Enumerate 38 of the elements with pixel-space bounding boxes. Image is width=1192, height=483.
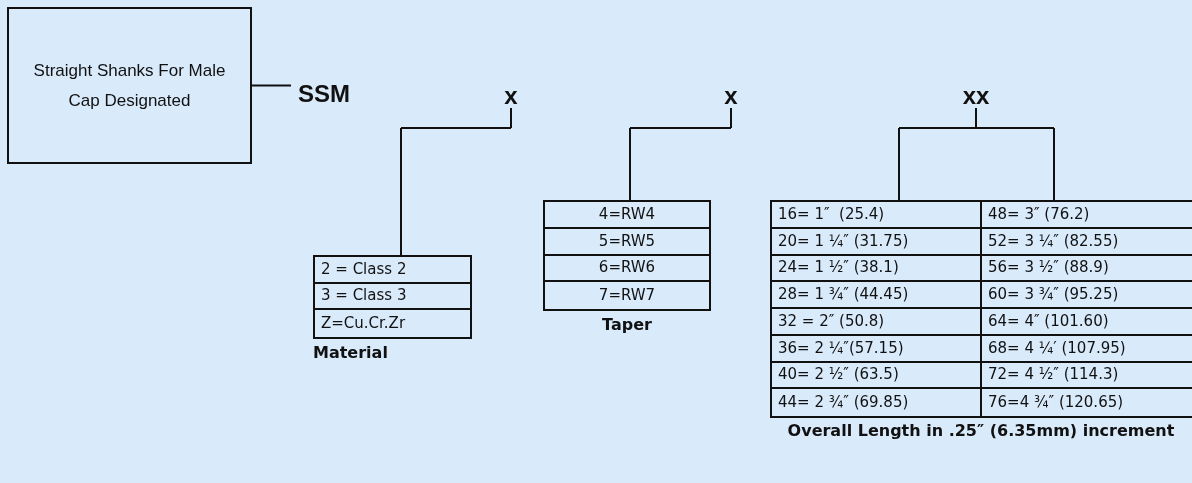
table-caption: Overall Length in .25″ (6.35mm) increment	[786, 420, 1176, 442]
connector-line	[400, 107, 512, 256]
code-letter: SSM	[291, 82, 357, 108]
table-cell-text: 7=RW7	[597, 285, 657, 307]
data-table	[770, 200, 1192, 418]
code-letter: x	[718, 84, 744, 108]
table-cell: 2 = Class 2	[315, 257, 470, 284]
table-caption: Material	[313, 342, 389, 364]
table-cell: 36= 2 ¼″(57.15)	[772, 335, 982, 363]
table-cell: 6=RW6	[545, 255, 709, 283]
connector-line	[251, 84, 292, 87]
data-table	[313, 255, 472, 339]
table-cell: 24= 1 ½″ (38.1)	[772, 255, 982, 283]
table-cell: 20= 1 ¼″ (31.75)	[772, 228, 982, 256]
table-cell: 48= 3″ (76.2)	[982, 202, 1192, 229]
table-cell: 28= 1 ¾″ (44.45)	[772, 282, 982, 309]
table-cell: 60= 3 ¾″ (95.25)	[982, 282, 1192, 309]
description-box: Straight Shanks For Male Cap Designated	[7, 7, 252, 164]
table-cell-text: Z=Cu.Cr.Zr	[320, 313, 407, 335]
table-cell-text: 76=4 ¾″ (120.65)	[987, 392, 1125, 414]
table-cell: 32 = 2″ (50.8)	[772, 309, 982, 336]
table-caption: Taper	[601, 314, 653, 336]
table-cell: 64= 4″ (101.60)	[982, 309, 1192, 336]
code-letter: xx	[956, 84, 996, 108]
table-cell: 68= 4 ¼′ (107.95)	[982, 335, 1192, 363]
code-letter: x	[498, 84, 524, 108]
table-cell: 16= 1″ (25.4)	[772, 202, 982, 229]
data-table	[543, 200, 711, 311]
connector-line	[629, 107, 732, 201]
table-cell: 44= 2 ¾″ (69.85)	[772, 389, 982, 416]
table-cell: 4=RW4	[545, 202, 709, 229]
table-cell: 52= 3 ¼″ (82.55)	[982, 228, 1192, 256]
table-cell: 56= 3 ½″ (88.9)	[982, 255, 1192, 283]
table-cell: 3 = Class 3	[315, 283, 470, 311]
table-cell: 5=RW5	[545, 228, 709, 256]
connector-line	[898, 107, 1055, 201]
table-cell: 40= 2 ½″ (63.5)	[772, 362, 982, 390]
table-cell: 72= 4 ½″ (114.3)	[982, 362, 1192, 390]
